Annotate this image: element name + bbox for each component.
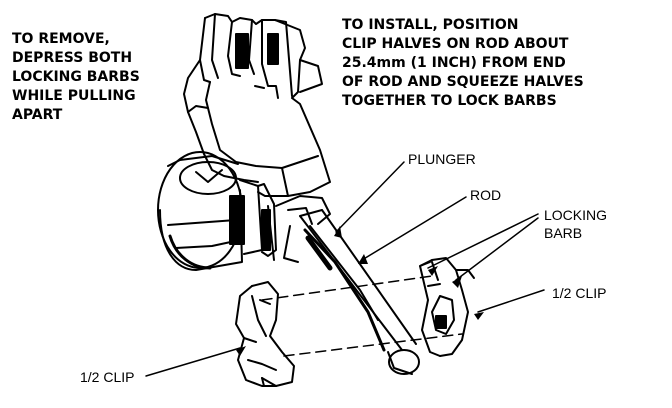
left-half-clip-drawing xyxy=(235,281,295,387)
install-instructions: TO INSTALL, POSITION CLIP HALVES ON ROD … xyxy=(342,17,584,109)
remove-instructions: TO REMOVE, DEPRESS BOTH LOCKING BARBS WH… xyxy=(12,31,140,123)
leader-lines xyxy=(145,161,545,377)
plunger-label: PLUNGER xyxy=(408,151,476,167)
rod-label: ROD xyxy=(470,187,502,203)
half-clip-right-label: 1/2 CLIP xyxy=(552,285,607,301)
locking-barb-label: LOCKING BARB xyxy=(544,207,608,241)
arrow-heads xyxy=(236,226,484,356)
actuator-body xyxy=(157,13,331,271)
plunger-rod xyxy=(299,209,420,375)
half-clip-left-label: 1/2 CLIP xyxy=(80,369,135,385)
